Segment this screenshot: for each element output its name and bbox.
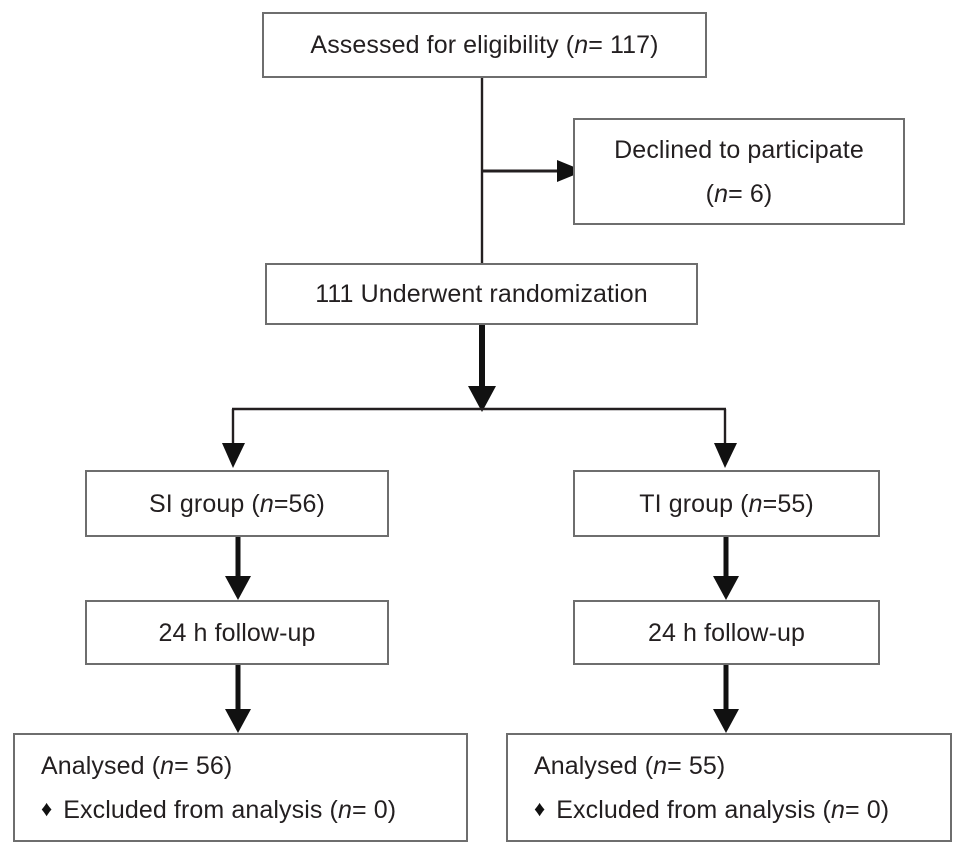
node-underwent-randomization: 111 Underwent randomization — [265, 263, 698, 325]
arrowhead-randomized-down — [468, 386, 496, 412]
node-si-group-line-1: SI group (n=56) — [149, 489, 325, 518]
node-declined-line-1: Declined to participate — [614, 135, 864, 164]
node-si-follow-up: 24 h follow-up — [85, 600, 389, 665]
node-si-followup-line-1: 24 h follow-up — [158, 618, 316, 647]
arrowhead-ti-followup-to-analysed — [713, 709, 739, 733]
node-ti-followup-line-1: 24 h follow-up — [647, 618, 806, 647]
arrowhead-ti-group-to-followup — [713, 576, 739, 600]
node-si-analysed-line-1: Analysed (n= 56) — [41, 751, 233, 780]
arrowhead-si-group-to-followup — [225, 576, 251, 600]
node-declined-line-2: (n= 6) — [705, 179, 773, 208]
node-si-group: SI group (n=56) — [85, 470, 389, 537]
diamond-bullet-icon: ♦ — [41, 795, 53, 821]
node-ti-group: TI group (n=55) — [573, 470, 880, 537]
arrowhead-si-followup-to-analysed — [225, 709, 251, 733]
node-ti-analysed-excluded-row: ♦ Excluded from analysis (n= 0) — [534, 794, 889, 826]
node-declined-to-participate: Declined to participate (n= 6) — [573, 118, 905, 225]
arrowhead-split-left — [222, 443, 245, 468]
node-si-analysed-excluded-row: ♦ Excluded from analysis (n= 0) — [41, 794, 396, 826]
node-si-analysed: Analysed (n= 56) ♦ Excluded from analysi… — [13, 733, 468, 842]
node-ti-follow-up: 24 h follow-up — [573, 600, 880, 665]
node-randomized-line-1: 111 Underwent randomization — [315, 280, 648, 308]
node-ti-group-line-1: TI group (n=55) — [639, 489, 814, 518]
diamond-bullet-icon: ♦ — [534, 795, 546, 821]
node-ti-analysed-excluded-text: Excluded from analysis (n= 0) — [556, 795, 890, 824]
node-assessed-line-1: Assessed for eligibility (n= 117) — [310, 31, 659, 59]
arrowhead-split-right — [714, 443, 737, 468]
node-assessed-for-eligibility: Assessed for eligibility (n= 117) — [262, 12, 707, 78]
node-ti-analysed-line-1: Analysed (n= 55) — [534, 751, 726, 780]
node-si-analysed-excluded-text: Excluded from analysis (n= 0) — [63, 795, 397, 824]
node-ti-analysed: Analysed (n= 55) ♦ Excluded from analysi… — [506, 733, 952, 842]
